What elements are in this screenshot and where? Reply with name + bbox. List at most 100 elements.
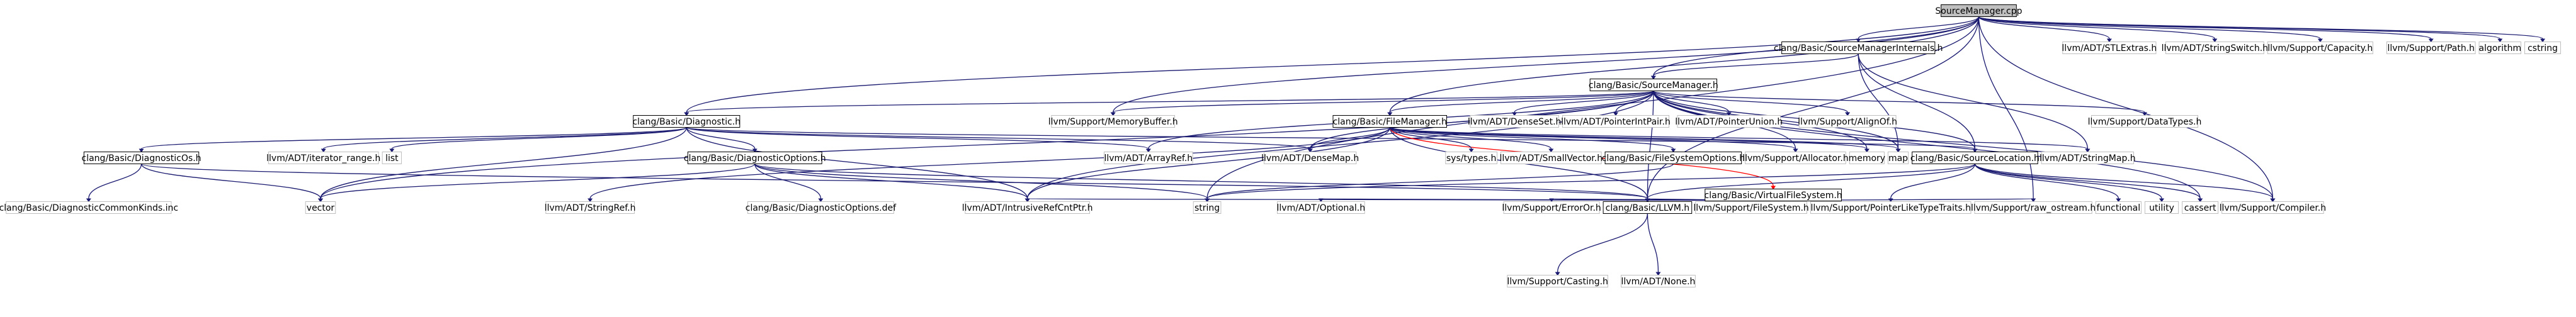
node-PointerLikeTypeTraits_h[interactable]: llvm/Support/PointerLikeTypeTraits.h [1810,201,1972,214]
node-Compiler_h[interactable]: llvm/Support/Compiler.h [2220,201,2327,214]
node-Capacity_h[interactable]: llvm/Support/Capacity.h [2267,42,2373,54]
edge-FileSystemOptions_h-to-string [1206,163,1674,199]
node-map[interactable]: map [1887,152,1909,164]
edge-FileManager_h-to-StringMap_h [1389,126,2088,150]
edge-DiagnosticOptions_h-to-LLVM_h [754,163,1648,199]
node-ErrorOr_h[interactable]: llvm/Support/ErrorOr.h [1502,201,1601,214]
edge-layer [86,16,2546,276]
node-DenseSet_h[interactable]: llvm/ADT/DenseSet.h [1468,115,1562,128]
node-box [1332,115,1447,128]
edge-SourceManager_h-to-FileManager_h [1389,90,1654,113]
node-box [1604,152,1742,164]
node-box [1445,152,1497,164]
node-SourceLocation_h[interactable]: clang/Basic/SourceLocation.h [1910,152,2040,164]
edge-arrowhead [2085,148,2091,153]
node-box [1974,201,2092,214]
node-SourceManager_cpp[interactable]: SourceManager.cpp [1935,4,2023,17]
edge-arrowhead [2159,198,2165,203]
node-Path_h[interactable]: llvm/Support/Path.h [2386,42,2476,54]
edge-DiagnosticOptions_h-to-IntrusiveRefCntPtr_h [754,164,1028,199]
node-STLExtras_h[interactable]: llvm/ADT/STLExtras.h [2062,42,2157,54]
node-label: llvm/Support/raw_ostream.h [1971,203,2096,213]
node-FileManager_h[interactable]: clang/Basic/FileManager.h [1332,115,1447,128]
node-box [6,201,172,214]
node-box [2091,115,2199,128]
edge-arrowhead [1845,112,1851,116]
node-box [268,152,379,164]
node-label: clang/Basic/SourceManager.h [1589,81,1718,91]
node-cstring[interactable]: cstring [2524,42,2562,54]
edge-FileManager_h-to-DenseMap_h [1310,127,1390,149]
node-IntrusiveRefCntPtr_h[interactable]: llvm/ADT/IntrusiveRefCntPtr.h [962,201,1093,214]
node-Allocator_h[interactable]: llvm/Support/Allocator.h [1742,152,1849,164]
node-label: clang/Basic/FileSystemOptions.h [1602,153,1745,164]
edge-arrowhead [1655,272,1661,276]
node-raw_ostream_h[interactable]: llvm/Support/raw_ostream.h [1971,201,2096,214]
edge-DiagnosticOs_h-to-DiagnosticCommonKinds_inc [88,164,142,199]
node-StringRef_h[interactable]: llvm/ADT/StringRef.h [545,201,636,214]
node-PointerIntPair_h[interactable]: llvm/ADT/PointerIntPair.h [1561,115,1671,128]
node-utility[interactable]: utility [2144,201,2179,214]
node-functional[interactable]: functional [2095,201,2142,214]
node-DiagnosticOptions_def[interactable]: clang/Basic/DiagnosticOptions.def [746,201,897,214]
node-None_h[interactable]: llvm/ADT/None.h [1621,275,1696,287]
node-algorithm[interactable]: algorithm [2479,42,2522,54]
node-box [2221,201,2324,214]
node-box [83,152,200,164]
node-box [1810,201,1972,214]
edge-Diagnostic_h-to-vector [320,127,687,199]
node-FileSystem_h[interactable]: llvm/Support/FileSystem.h [1693,201,1809,214]
node-box [2062,42,2157,54]
node-ArrayRef_h[interactable]: llvm/ADT/ArrayRef.h [1104,152,1193,164]
node-list[interactable]: list [382,152,402,164]
node-sys_types_h[interactable]: sys/types.h [1445,152,1497,164]
node-label: llvm/Support/Capacity.h [2267,43,2373,53]
node-DiagnosticOptions_h[interactable]: clang/Basic/DiagnosticOptions.h [684,152,826,164]
node-VirtualFileSystem_h[interactable]: clang/Basic/VirtualFileSystem.h [1705,189,1842,201]
node-StringMap_h[interactable]: llvm/ADT/StringMap.h [2040,152,2136,164]
edge-arrowhead [587,198,593,203]
node-StringSwitch_h[interactable]: llvm/ADT/StringSwitch.h [2162,42,2268,54]
node-box [1695,201,1807,214]
node-box [2182,201,2219,214]
node-DataTypes_h[interactable]: llvm/Support/DataTypes.h [2088,115,2202,128]
edge-Diagnostic_h-to-DiagnosticOptions_h [686,127,756,149]
node-label: string [1194,203,1220,213]
node-label: clang/Basic/DiagnosticCommonKinds.inc [0,203,178,213]
edge-SourceManager_cpp-to-Compiler_h [1978,16,2274,199]
node-box [1849,152,1885,164]
node-SmallVector_h[interactable]: llvm/ADT/SmallVector.h [1499,152,1603,164]
node-SourceManagerInternals_h[interactable]: clang/Basic/SourceManagerInternals.h [1774,42,1943,54]
node-SourceManager_h[interactable]: clang/Basic/SourceManager.h [1589,79,1718,91]
node-box [1781,42,1936,54]
node-DiagnosticCommonKinds_inc[interactable]: clang/Basic/DiagnosticCommonKinds.inc [0,201,178,214]
edge-SourceLocation_h-to-PointerLikeTypeTraits_h [1890,164,1976,199]
node-box [1705,189,1842,201]
node-DiagnosticOs_h[interactable]: clang/Basic/DiagnosticOs.h [82,152,201,164]
node-Optional_h[interactable]: llvm/ADT/Optional.h [1277,201,1366,214]
node-MemoryBuffer_h[interactable]: llvm/Support/MemoryBuffer.h [1048,115,1178,128]
node-AlignOf_h[interactable]: llvm/Support/AlignOf.h [1798,115,1897,128]
node-LLVM_h[interactable]: clang/Basic/LLVM.h [1603,201,1693,214]
node-vector[interactable]: vector [305,201,336,214]
edge-SourceLocation_h-to-utility [1974,164,2162,199]
node-Casting_h[interactable]: llvm/Support/Casting.h [1507,275,1608,287]
node-label: llvm/ADT/STLExtras.h [2062,43,2157,53]
node-box [965,201,1090,214]
node-label: llvm/ADT/DenseSet.h [1468,117,1562,127]
edge-arrowhead [1671,148,1676,153]
node-PointerUnion_h[interactable]: llvm/ADT/PointerUnion.h [1675,115,1783,128]
edge-arrowhead [1110,112,1116,116]
node-Diagnostic_h[interactable]: clang/Basic/Diagnostic.h [632,115,740,128]
node-label: cassert [2184,203,2216,213]
node-memory[interactable]: memory [1849,152,1886,164]
node-box [1562,115,1670,128]
node-DenseMap_h[interactable]: llvm/ADT/DenseMap.h [1261,152,1359,164]
edge-Diagnostic_h-to-IntrusiveRefCntPtr_h [686,127,1028,199]
node-string[interactable]: string [1193,201,1222,214]
edge-arrowhead [1771,186,1776,190]
node-iterator_range_h[interactable]: llvm/ADT/iterator_range.h [266,152,380,164]
node-label: llvm/Support/Allocator.h [1742,153,1849,164]
node-FileSystemOptions_h[interactable]: clang/Basic/FileSystemOptions.h [1602,152,1745,164]
node-cassert[interactable]: cassert [2182,201,2219,214]
